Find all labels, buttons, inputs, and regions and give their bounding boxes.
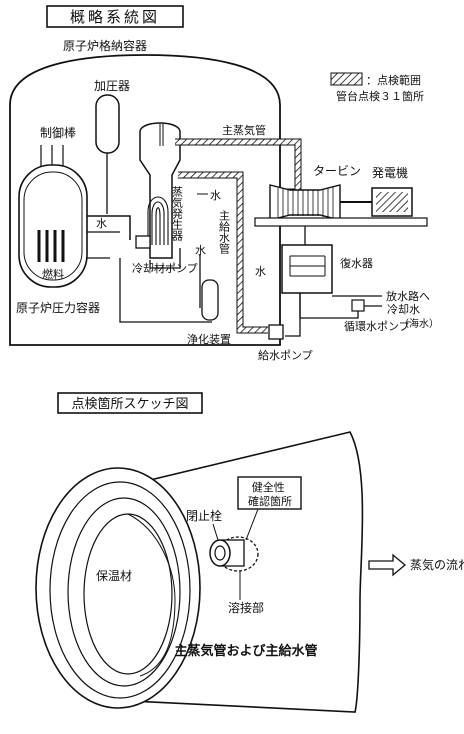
- coolant-pump-label: 冷却材ポンプ: [132, 261, 198, 275]
- purification-unit: [201, 279, 219, 321]
- reactor-vessel: [18, 164, 88, 288]
- discharge-label: 放水路へ: [386, 289, 430, 303]
- condenser-tubes: [289, 255, 326, 277]
- reactor-vessel-inner: [23, 171, 83, 281]
- containment-vessel-label: 原子炉格納容器: [63, 38, 147, 53]
- sg-tube-inner: [155, 207, 161, 245]
- hot-leg: [87, 215, 131, 240]
- main-feedwater-pipe: [178, 172, 268, 333]
- plug-center: [214, 545, 226, 561]
- plug-leader: [212, 523, 219, 541]
- coolant-pump: [135, 235, 151, 249]
- integrity-text: 健全性 確認箇所: [248, 480, 292, 508]
- cooling-water-line: [299, 293, 382, 319]
- title-box: [46, 5, 184, 28]
- fuel-label: 燃料: [42, 267, 64, 281]
- integrity-line-2: 確認箇所: [248, 494, 292, 508]
- main-steam-pipe-label: 主蒸気管: [222, 123, 266, 137]
- sg-water-label: 水: [210, 189, 221, 202]
- purification-line: [119, 258, 212, 323]
- steam-generator: [139, 122, 181, 259]
- steam-flow-label: 蒸気の流れ: [410, 557, 464, 572]
- circ-pump-label: 循環水ポンプ: [344, 320, 410, 333]
- purification-water-label: 水: [195, 244, 206, 257]
- condenser-label: 復水器: [340, 257, 373, 270]
- sketch-title-box: [57, 392, 203, 414]
- cold-leg: [149, 248, 181, 269]
- containment-vessel: [9, 54, 281, 346]
- condensate-water-label: 水: [255, 265, 266, 278]
- primary-water-label: 水: [96, 217, 107, 230]
- turbine: [269, 184, 341, 221]
- steam-generator-label: 蒸気発生器: [171, 186, 184, 242]
- legend-count-label: 管台点検３１箇所: [336, 89, 424, 103]
- turbine-label: タービン: [313, 164, 361, 178]
- pressurizer: [95, 94, 120, 154]
- weld-label: 溶接部: [228, 600, 264, 615]
- insulation-ring-2: [49, 481, 191, 699]
- generator-fill: [376, 192, 408, 212]
- cooling-water-label: 冷却水: [387, 303, 420, 316]
- legend-swatch: [330, 72, 363, 86]
- reactor-vessel-label: 原子炉圧力容器: [16, 300, 100, 315]
- generator-label: 発電機: [372, 165, 408, 180]
- integrity-line-1: 健全性: [252, 480, 285, 494]
- purification-label: 浄化装置: [187, 332, 231, 346]
- circ-pump: [351, 299, 365, 312]
- legend-range-label: ：点検範囲: [366, 73, 421, 87]
- condensate-line: [285, 293, 301, 337]
- pipe-inner-edge: [127, 513, 176, 677]
- sg-tube-outer: [147, 196, 169, 245]
- control-rods-label: 制御棒: [40, 125, 76, 140]
- plug-label: 閉止栓: [186, 508, 222, 523]
- sketch-title-text: 点検箇所スケッチ図: [71, 396, 188, 412]
- pressurizer-label: 加圧器: [94, 79, 130, 93]
- feed-pump: [268, 324, 284, 340]
- seawater-label: （海水）: [399, 317, 439, 330]
- insulation-inner: [83, 513, 173, 675]
- pipe-caption: 主蒸気管および主給水管: [174, 643, 317, 659]
- title-text: 概略系統図: [70, 8, 160, 26]
- integrity-box: [237, 476, 302, 510]
- main-feedwater-pipe-label: 主給水管: [218, 210, 231, 255]
- sg-steam-riser: [159, 124, 164, 146]
- turbine-blades: [277, 187, 334, 219]
- integrity-leader: [245, 508, 259, 541]
- steam-flow-arrow: [368, 553, 407, 577]
- insulation-label: 保温材: [96, 569, 132, 583]
- insulation-ring-3: [67, 497, 181, 687]
- feed-pump-label: 給水ポンプ: [258, 348, 313, 362]
- turbine-base: [254, 217, 428, 227]
- sg-tube-mid: [151, 201, 165, 245]
